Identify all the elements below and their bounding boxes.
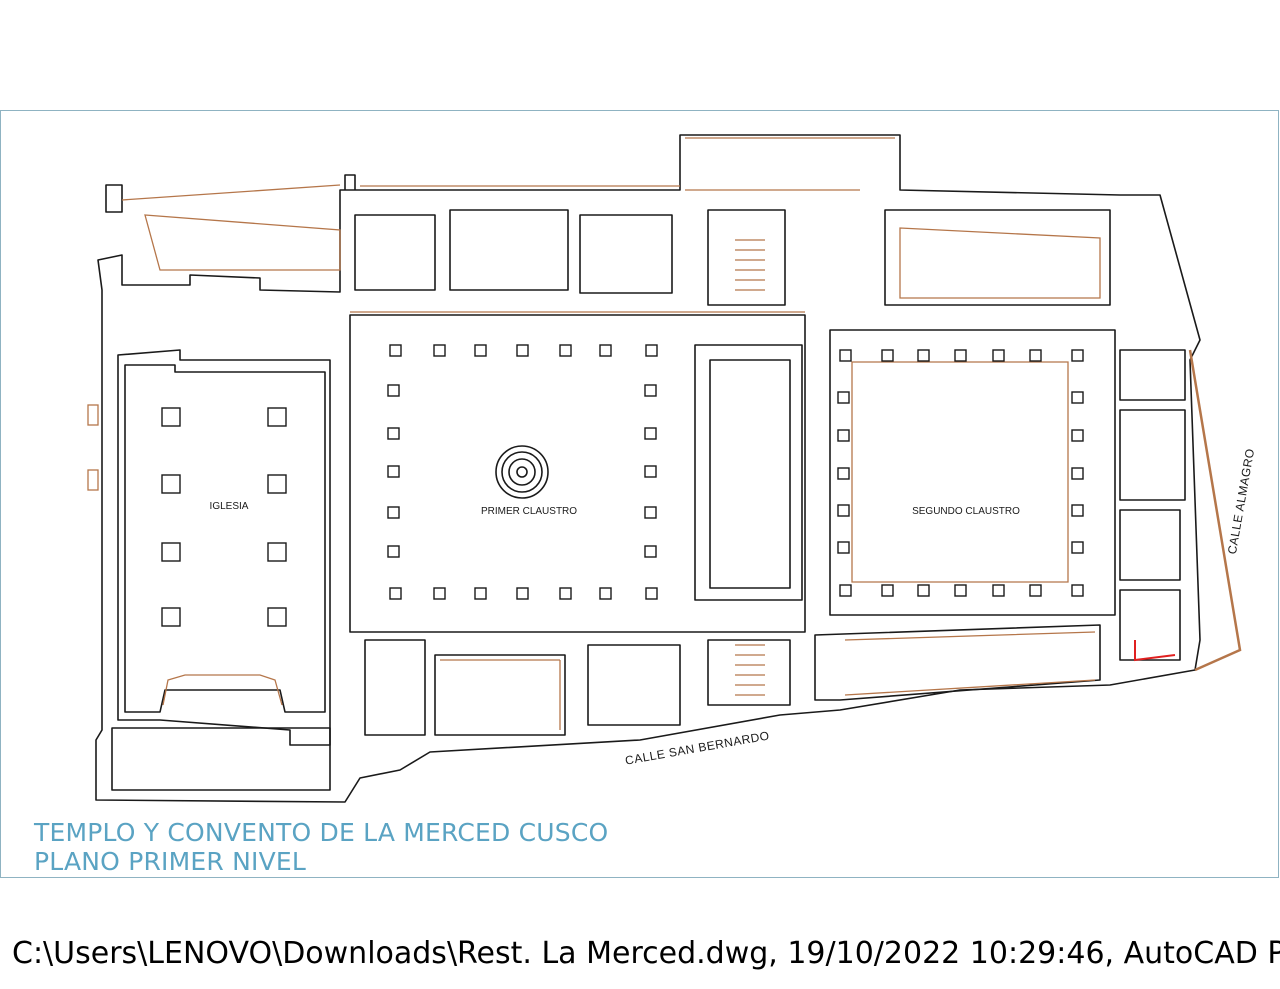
south-rooms bbox=[364, 624, 1101, 736]
cloister-pier bbox=[389, 344, 402, 357]
church-door-1 bbox=[87, 404, 99, 426]
cloister-pier bbox=[599, 587, 612, 600]
cloister-pier bbox=[837, 541, 850, 554]
cloister-pier bbox=[559, 344, 572, 357]
cloister-pier bbox=[1071, 467, 1084, 480]
north-west-tower bbox=[105, 184, 123, 213]
cloister-pier bbox=[839, 349, 852, 362]
segundo-claustro-piers bbox=[837, 349, 1084, 597]
cloister-pier bbox=[387, 545, 400, 558]
cloister-pier bbox=[644, 427, 657, 440]
cloister-pier bbox=[644, 506, 657, 519]
cloister-pier bbox=[992, 584, 1005, 597]
segundo-claustro-garden bbox=[851, 361, 1069, 583]
cloister-pier bbox=[837, 391, 850, 404]
cloister-pier bbox=[1029, 349, 1042, 362]
cloister-pier bbox=[1071, 584, 1084, 597]
primer-claustro-fountain bbox=[495, 445, 549, 499]
cloister-pier bbox=[387, 384, 400, 397]
north-wall-trim bbox=[121, 184, 341, 201]
iglesia-label: IGLESIA bbox=[210, 501, 249, 512]
church-presbytery bbox=[111, 727, 331, 791]
primer-claustro-outline bbox=[349, 314, 806, 633]
cloister-pier bbox=[954, 584, 967, 597]
primer-claustro-piers bbox=[387, 344, 658, 600]
cloister-pier bbox=[917, 584, 930, 597]
cloister-pier bbox=[837, 429, 850, 442]
cloister-pier bbox=[1071, 391, 1084, 404]
church-annex bbox=[144, 214, 341, 271]
floor-plan: IGLESIA PRIMER CLAUSTRO SEGUNDO CLAUSTRO… bbox=[87, 134, 1257, 803]
cloister-pier bbox=[644, 545, 657, 558]
cloister-pier bbox=[516, 344, 529, 357]
cloister-pier bbox=[1071, 541, 1084, 554]
cloister-pier bbox=[917, 349, 930, 362]
segundo-claustro-outline bbox=[829, 329, 1116, 616]
cloister-pier bbox=[387, 506, 400, 519]
church-outline bbox=[117, 349, 331, 746]
red-marked-wall bbox=[1134, 640, 1176, 662]
cloister-pier bbox=[992, 349, 1005, 362]
east-rooms bbox=[1119, 349, 1242, 672]
cloister-pier bbox=[645, 587, 658, 600]
cloister-pier bbox=[954, 349, 967, 362]
cloister-pier bbox=[387, 427, 400, 440]
cloister-pier bbox=[389, 587, 402, 600]
cloister-pier bbox=[837, 467, 850, 480]
primer-claustro-label: PRIMER CLAUSTRO bbox=[481, 506, 577, 517]
drawing-title: TEMPLO Y CONVENTO DE LA MERCED CUSCO PLA… bbox=[34, 818, 608, 876]
file-path-footer: C:\Users\LENOVO\Downloads\Rest. La Merce… bbox=[12, 936, 1280, 971]
cloister-pier bbox=[387, 465, 400, 478]
cloister-pier bbox=[433, 344, 446, 357]
cloister-pier bbox=[1071, 504, 1084, 517]
cloister-pier bbox=[474, 344, 487, 357]
cloister-pier bbox=[644, 384, 657, 397]
cloister-pier bbox=[881, 349, 894, 362]
cloister-pier bbox=[1071, 429, 1084, 442]
cloister-pier bbox=[837, 504, 850, 517]
church-door-2 bbox=[87, 469, 99, 491]
church-nave bbox=[124, 364, 326, 713]
church-piers bbox=[161, 407, 287, 627]
middle-courtyard bbox=[694, 344, 803, 601]
cloister-pier bbox=[599, 344, 612, 357]
title-line-2: PLANO PRIMER NIVEL bbox=[34, 847, 307, 876]
outer-boundary bbox=[95, 134, 1201, 803]
church-apse bbox=[162, 674, 283, 706]
cloister-pier bbox=[645, 344, 658, 357]
title-line-1: TEMPLO Y CONVENTO DE LA MERCED CUSCO bbox=[34, 818, 609, 847]
calle-san-bernardo-label: CALLE SAN BERNARDO bbox=[624, 728, 771, 767]
cloister-pier bbox=[559, 587, 572, 600]
north-rooms bbox=[354, 137, 1111, 306]
cloister-pier bbox=[516, 587, 529, 600]
cloister-pier bbox=[1029, 584, 1042, 597]
cloister-pier bbox=[644, 465, 657, 478]
cloister-pier bbox=[474, 587, 487, 600]
drawing-frame bbox=[0, 110, 1279, 878]
calle-almagro-label: CALLE ALMAGRO bbox=[1225, 447, 1257, 555]
cloister-pier bbox=[1071, 349, 1084, 362]
cloister-pier bbox=[433, 587, 446, 600]
segundo-claustro-label: SEGUNDO CLAUSTRO bbox=[912, 506, 1020, 517]
cloister-pier bbox=[881, 584, 894, 597]
cloister-pier bbox=[839, 584, 852, 597]
